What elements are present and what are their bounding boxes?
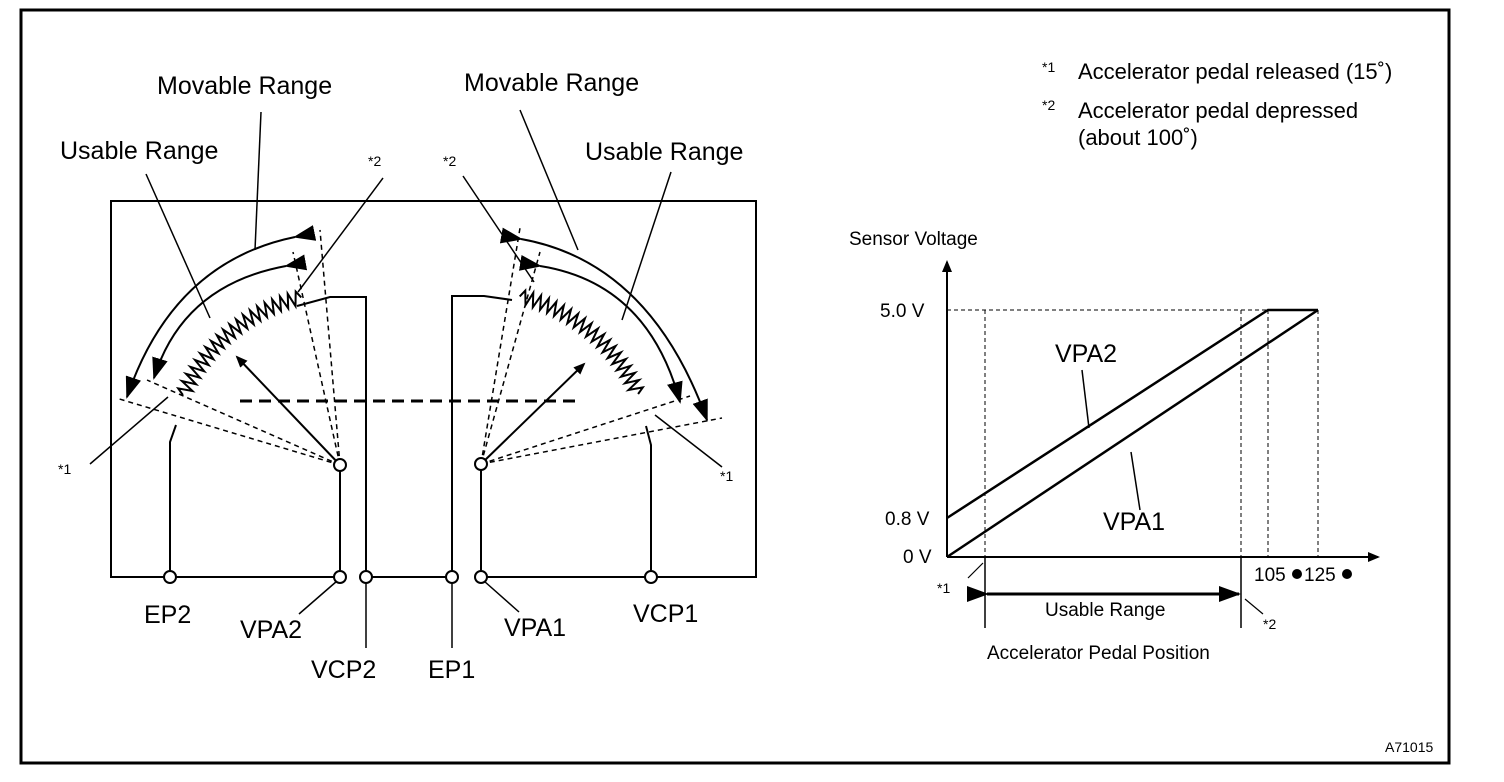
label-terminal-vpa2: VPA2 — [240, 616, 302, 644]
leader-left-star2 — [297, 177, 384, 293]
note1-text: Accelerator pedal released (15˚) — [1078, 59, 1392, 84]
left-wiper-arrow — [235, 355, 341, 466]
label-terminal-vcp2: VCP2 — [311, 656, 376, 684]
leader-right-star2 — [462, 175, 535, 283]
series-vpa2-line — [946, 308, 1318, 520]
tick-dot-105 — [1292, 569, 1302, 579]
graph-y-tick-5v: 5.0 V — [880, 301, 925, 322]
right-movable-range-arc — [499, 227, 708, 422]
graph-series-vpa1-label: VPA1 — [1103, 508, 1165, 536]
note2-text-line2: (about 100˚) — [1078, 125, 1198, 150]
figure-id: A71015 — [1385, 739, 1433, 755]
graph-y-label: Sensor Voltage — [849, 229, 978, 250]
outer-frame — [19, 8, 1451, 765]
left-ray-b — [146, 379, 341, 466]
graph-y-tick-0v: 0 V — [903, 547, 932, 568]
label-left-movable-range: Movable Range — [157, 72, 332, 100]
graph-usable-range-label: Usable Range — [1045, 600, 1165, 621]
left-ray-c — [292, 251, 341, 466]
leader-left-movable — [254, 111, 262, 251]
tick-dot-125 — [1342, 569, 1352, 579]
label-terminal-vpa1: VPA1 — [504, 614, 566, 642]
right-sensor-element — [451, 227, 723, 577]
right-ray-a — [480, 227, 521, 465]
note2-marker: *2 — [1042, 97, 1055, 113]
label-terminal-ep1: EP1 — [428, 656, 475, 684]
leader-series-vpa1 — [1130, 451, 1141, 511]
graph-x-tick-105: 105 — [1254, 565, 1286, 586]
right-usable-range-arc — [518, 254, 683, 404]
leader-right-usable — [621, 171, 672, 321]
left-usable-range-arc — [152, 254, 308, 380]
left-ray-d — [319, 229, 341, 466]
right-ray-d — [480, 417, 723, 465]
graph-x-label: Accelerator Pedal Position — [987, 643, 1210, 664]
label-left-star2: *2 — [368, 153, 381, 169]
label-left-usable-range: Usable Range — [60, 137, 218, 165]
leader-vpa2 — [298, 580, 338, 615]
leader-vpa1 — [483, 580, 520, 613]
left-ray-a — [115, 397, 341, 466]
label-terminal-ep2: EP2 — [144, 601, 191, 629]
right-resistor-zigzag — [518, 288, 646, 395]
note1-marker: *1 — [1042, 59, 1055, 75]
graph-series-vpa2-label: VPA2 — [1055, 340, 1117, 368]
graph-star2: *2 — [1263, 616, 1276, 632]
leader-graph-star2 — [1244, 598, 1264, 615]
label-right-usable-range: Usable Range — [585, 138, 743, 166]
footnotes: *1 Accelerator pedal released (15˚) *2 A… — [1042, 59, 1392, 150]
label-right-star2: *2 — [443, 153, 456, 169]
label-left-star1: *1 — [58, 461, 71, 477]
leader-left-usable — [145, 173, 211, 319]
note2-text-line1: Accelerator pedal depressed — [1078, 98, 1358, 123]
leader-left-star1 — [89, 396, 169, 465]
leader-series-vpa2 — [1081, 369, 1090, 429]
terminal-ep1 — [445, 570, 459, 584]
leader-right-star1 — [654, 414, 723, 468]
left-wiper-pivot — [333, 458, 347, 472]
ep2-lead — [169, 424, 177, 577]
graph-y-tick-08v: 0.8 V — [885, 509, 930, 530]
leader-right-movable — [519, 109, 579, 251]
vcp1-lead — [645, 425, 652, 577]
voltage-graph: Sensor Voltage 5.0 V 0.8 V 0 V 105 125 V… — [849, 229, 1380, 664]
label-right-movable-range: Movable Range — [464, 69, 639, 97]
left-movable-range-arc — [125, 225, 317, 399]
sensor-housing — [110, 200, 757, 578]
right-wiper-arrow — [480, 362, 586, 465]
terminal-vpa2 — [333, 570, 347, 584]
sensor-schematic: Movable Range Usable Range *2 *1 Movable… — [58, 69, 757, 684]
label-right-star1: *1 — [720, 468, 733, 484]
right-wiper-pivot — [474, 457, 488, 471]
label-terminal-vcp1: VCP1 — [633, 600, 698, 628]
leader-graph-star1 — [967, 562, 984, 579]
terminal-vcp1 — [644, 570, 658, 584]
graph-x-tick-125: 125 — [1304, 565, 1336, 586]
left-sensor-element — [115, 225, 367, 577]
ep1-lead — [451, 295, 513, 577]
graph-star1: *1 — [937, 580, 950, 596]
series-vpa1-line — [946, 308, 1319, 559]
terminal-vcp2 — [359, 570, 373, 584]
terminal-vpa1 — [474, 570, 488, 584]
terminal-ep2 — [163, 570, 177, 584]
vcp2-lead — [296, 296, 367, 577]
